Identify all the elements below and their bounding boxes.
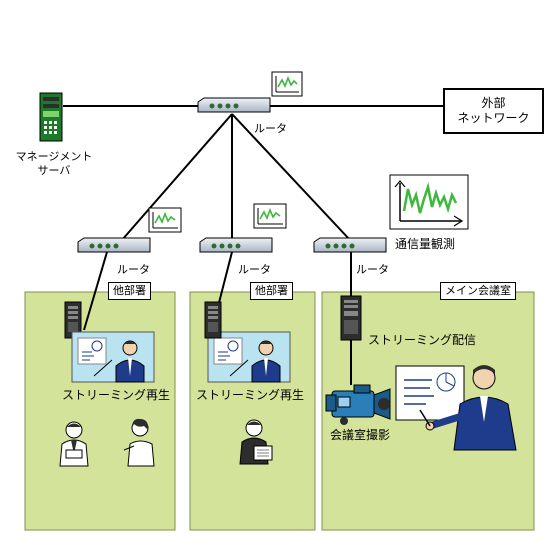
router-middle-icon bbox=[199, 237, 273, 253]
main-router-label: ルータ bbox=[254, 122, 287, 135]
viewer-person-icon bbox=[123, 418, 155, 467]
management-server-icon bbox=[39, 92, 63, 142]
external-network-box: 外部 ネットワーク bbox=[443, 88, 544, 134]
zone-dept-2-title: 他部署 bbox=[250, 282, 293, 300]
traffic-graph-icon bbox=[253, 203, 287, 229]
zone-main-room-title: メイン会議室 bbox=[440, 282, 516, 300]
router-right-label: ルータ bbox=[356, 263, 389, 276]
camera-label: 会議室撮影 bbox=[330, 428, 391, 442]
video-camera-icon bbox=[325, 384, 391, 425]
management-server-label: マネージメント サーバ bbox=[15, 150, 93, 177]
presentation-screen-icon bbox=[207, 331, 291, 383]
streaming-server-icon bbox=[340, 295, 362, 341]
presentation-board-icon bbox=[395, 365, 465, 421]
traffic-monitor-label: 通信量観測 bbox=[395, 237, 456, 251]
traffic-graph-icon bbox=[271, 71, 303, 97]
traffic-graph-icon bbox=[148, 207, 182, 233]
external-network-label-line1: 外部 bbox=[481, 96, 506, 110]
presenter-icon bbox=[419, 365, 517, 451]
zone-dept-1-title: 他部署 bbox=[108, 282, 151, 300]
streaming-delivery-label: ストリーミング配信 bbox=[368, 333, 477, 347]
router-left-label: ルータ bbox=[117, 263, 150, 276]
viewer-person-icon bbox=[239, 419, 273, 465]
router-right-icon bbox=[313, 237, 387, 253]
zone-dept-1 bbox=[24, 291, 176, 531]
zone-dept-1-caption: ストリーミング再生 bbox=[62, 388, 171, 402]
main-router-icon bbox=[197, 97, 271, 113]
router-middle-label: ルータ bbox=[238, 263, 271, 276]
network-links bbox=[63, 105, 443, 385]
client-pc-icon bbox=[64, 301, 82, 339]
client-pc-icon bbox=[204, 301, 222, 339]
presentation-screen-icon bbox=[71, 331, 155, 383]
zone-dept-2-caption: ストリーミング再生 bbox=[196, 388, 305, 402]
traffic-monitor-graph-icon bbox=[389, 174, 469, 230]
external-network-label-line2: ネットワーク bbox=[457, 111, 530, 125]
router-left-icon bbox=[77, 237, 151, 253]
viewer-person-icon bbox=[59, 421, 89, 467]
